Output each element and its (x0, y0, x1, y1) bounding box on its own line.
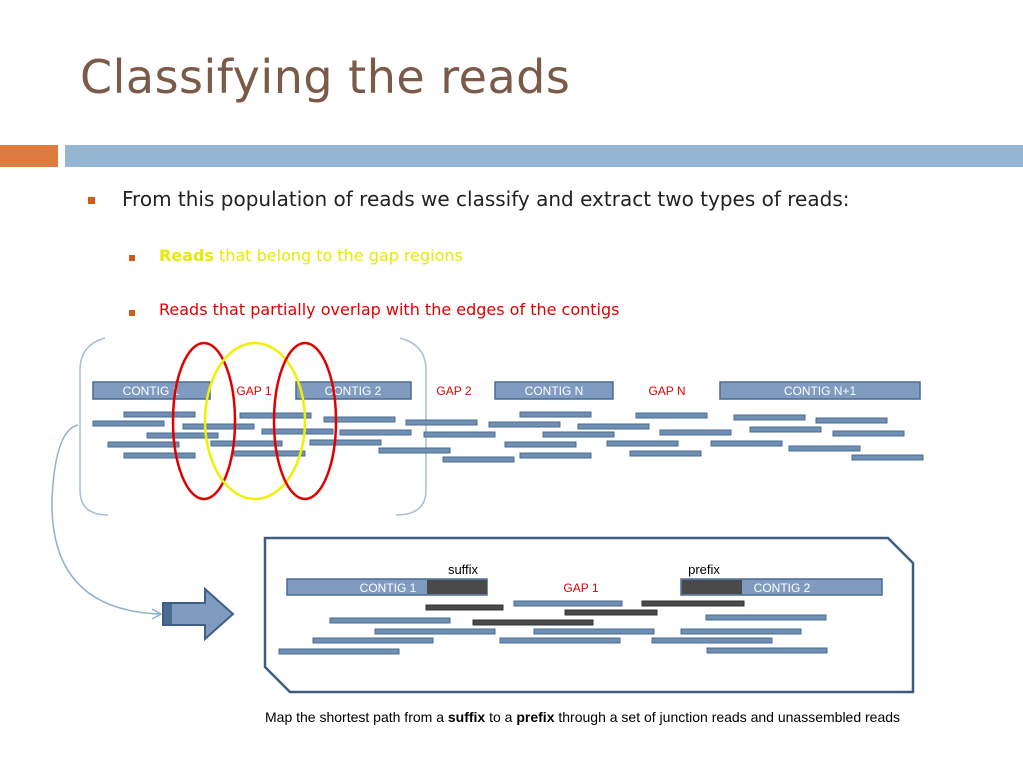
curved-arrow-icon (51, 424, 161, 615)
read (210, 440, 283, 447)
read (233, 450, 306, 457)
read (706, 647, 828, 654)
bullet-sub-bold: Reads (159, 246, 214, 265)
read (472, 619, 594, 626)
read (533, 628, 655, 635)
bullet-sub-gap-reads: Reads that belong to the gap regions (159, 246, 463, 265)
read (123, 452, 196, 459)
bullet-sub-overlap-reads: Reads that partially overlap with the ed… (159, 300, 620, 319)
read (606, 440, 679, 447)
bullet-sub-rest: that belong to the gap regions (213, 246, 463, 265)
bullet-marker (129, 310, 135, 316)
read (519, 452, 592, 459)
bracket-left (79, 337, 109, 516)
contig-n-bar (494, 381, 614, 400)
read (705, 614, 827, 621)
read (832, 430, 905, 437)
gap-n-label: GAP N (648, 384, 685, 398)
read (749, 426, 822, 433)
arrow-right-icon (162, 586, 235, 642)
caption-suffix: suffix (447, 709, 486, 725)
read (405, 419, 478, 426)
contig-n1-label: CONTIG N+1 (784, 384, 857, 398)
zoom-contig-2-label: CONTIG 2 (754, 581, 811, 595)
bullet-main: From this population of reads we classif… (122, 187, 850, 211)
read (488, 421, 561, 428)
reads-top (92, 411, 924, 463)
read (564, 609, 658, 616)
slide-title: Classifying the reads (80, 50, 571, 104)
read (261, 428, 334, 435)
contig-n-label: CONTIG N (525, 384, 584, 398)
read (851, 454, 924, 461)
read (710, 440, 783, 447)
caption-part3: through a set of junction reads and unas… (554, 709, 901, 725)
zoom-contig-1-label: CONTIG 1 (360, 581, 417, 595)
caption: Map the shortest path from a suffix to a… (265, 708, 945, 726)
read (323, 416, 396, 423)
read (519, 411, 592, 418)
prefix-label: prefix (688, 562, 720, 577)
contig-1-label: CONTIG 1 (123, 384, 180, 398)
read (146, 432, 219, 439)
caption-prefix: prefix (516, 709, 555, 725)
read (733, 414, 806, 421)
caption-part2: to a (485, 709, 517, 725)
gap-ellipse-center (203, 341, 307, 501)
read (577, 423, 650, 430)
read (788, 445, 861, 452)
read (542, 431, 615, 438)
read (629, 450, 702, 457)
caption-part1: Map the shortest path from a (265, 709, 448, 725)
suffix-block (427, 580, 487, 594)
read (107, 441, 180, 448)
contig-2-bar (295, 381, 412, 400)
read (651, 637, 773, 644)
read (378, 447, 451, 454)
bracket-right (395, 337, 427, 516)
read (182, 423, 255, 430)
reads-zoom (278, 600, 828, 655)
read (499, 637, 621, 644)
read (92, 420, 165, 427)
contig-n1-bar (719, 381, 921, 400)
accent-bar (0, 145, 58, 167)
read (239, 412, 312, 419)
header-bar (65, 145, 1023, 167)
read (312, 637, 434, 644)
gap-ellipse-right (272, 341, 338, 501)
read (641, 600, 745, 607)
read (815, 417, 888, 424)
prefix-block (682, 580, 742, 594)
read (425, 604, 504, 611)
read (123, 411, 196, 418)
read (423, 431, 496, 438)
contig-2-label: CONTIG 2 (325, 384, 382, 398)
read (513, 600, 623, 607)
zoom-gap-1-label: GAP 1 (563, 581, 598, 595)
read (278, 648, 400, 655)
contig-row (92, 381, 921, 400)
suffix-label: suffix (448, 562, 479, 577)
read (504, 441, 577, 448)
read (680, 628, 802, 635)
bullet-marker (129, 255, 135, 261)
read (659, 429, 732, 436)
read (339, 429, 412, 436)
curved-arrow-head (151, 608, 163, 620)
gap-2-label: GAP 2 (436, 384, 471, 398)
gap-1-label: GAP 1 (236, 384, 271, 398)
read (329, 617, 451, 624)
bullet-marker (88, 197, 95, 204)
read (635, 412, 708, 419)
read (309, 439, 382, 446)
read (442, 456, 515, 463)
read (374, 628, 496, 635)
gap-ellipse-left (171, 341, 237, 501)
